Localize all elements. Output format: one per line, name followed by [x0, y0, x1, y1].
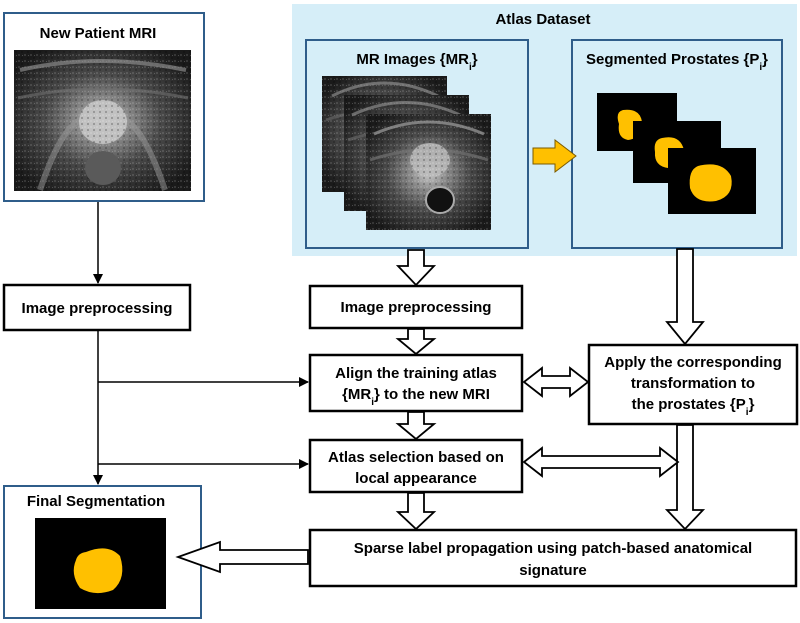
new-patient-mri-box: [3, 12, 205, 202]
atlas-selection-box: [308, 438, 524, 494]
image-preprocessing-left-box: [2, 283, 192, 332]
apply-transformation-line1: Apply the corresponding: [604, 354, 782, 371]
final-segmentation-title: Final Segmentation: [27, 493, 165, 510]
atlas-selection-line2: local appearance: [355, 470, 477, 487]
segmented-prostates-box: [571, 39, 783, 249]
image-preprocessing-mid-label: Image preprocessing: [341, 299, 492, 316]
image-preprocessing-left-label: Image preprocessing: [22, 300, 173, 317]
segmentation-mask-3: [668, 148, 756, 214]
new-patient-mri-image: [14, 50, 191, 191]
hollow-arrow-selection-to-propagation: [395, 492, 437, 531]
label-propagation-box: [308, 528, 798, 588]
left-flow-arrows: [93, 202, 309, 485]
hollow-arrow-selection-double: [522, 446, 680, 478]
label-propagation-line2: signature: [519, 562, 587, 579]
hollow-arrow-apply-to-propagation: [664, 424, 706, 531]
hollow-arrow-preprocess-to-align: [395, 328, 437, 356]
hollow-arrows: [175, 248, 706, 574]
align-atlas-label-line1: Align the training atlas: [335, 365, 497, 382]
hollow-arrow-align-to-selection: [395, 411, 437, 441]
orange-arrow: [532, 138, 577, 174]
mr-images-box: [305, 39, 529, 249]
hollow-arrow-mr-to-preprocess: [395, 249, 437, 287]
atlas-dataset-title: Atlas Dataset: [495, 11, 590, 28]
apply-transformation-line3: the prostates {Pi}: [632, 396, 755, 418]
mr-image-stack: [322, 76, 491, 230]
align-atlas-box: [308, 353, 524, 413]
apply-transformation-box: [587, 343, 799, 426]
hollow-arrow-segmented-to-apply: [665, 248, 705, 346]
hollow-arrow-propagation-to-final: [175, 540, 309, 574]
image-preprocessing-mid-box: [308, 284, 524, 330]
segmentation-mask-stack: [597, 93, 756, 214]
label-propagation-line1: Sparse label propagation using patch-bas…: [354, 540, 752, 557]
new-patient-mri-title: New Patient MRI: [40, 25, 157, 42]
mr-slice-3: [366, 114, 491, 230]
atlas-selection-line1: Atlas selection based on: [328, 449, 504, 466]
align-atlas-label-line2: {MRi} to the new MRI: [342, 386, 490, 408]
segmented-prostates-title: Segmented Prostates {Pi}: [586, 51, 768, 73]
mr-images-title: MR Images {MRi}: [356, 51, 477, 73]
apply-transformation-line2: transformation to: [631, 375, 755, 392]
final-segmentation-mask: [35, 518, 166, 609]
hollow-arrow-align-apply-double: [522, 366, 590, 398]
